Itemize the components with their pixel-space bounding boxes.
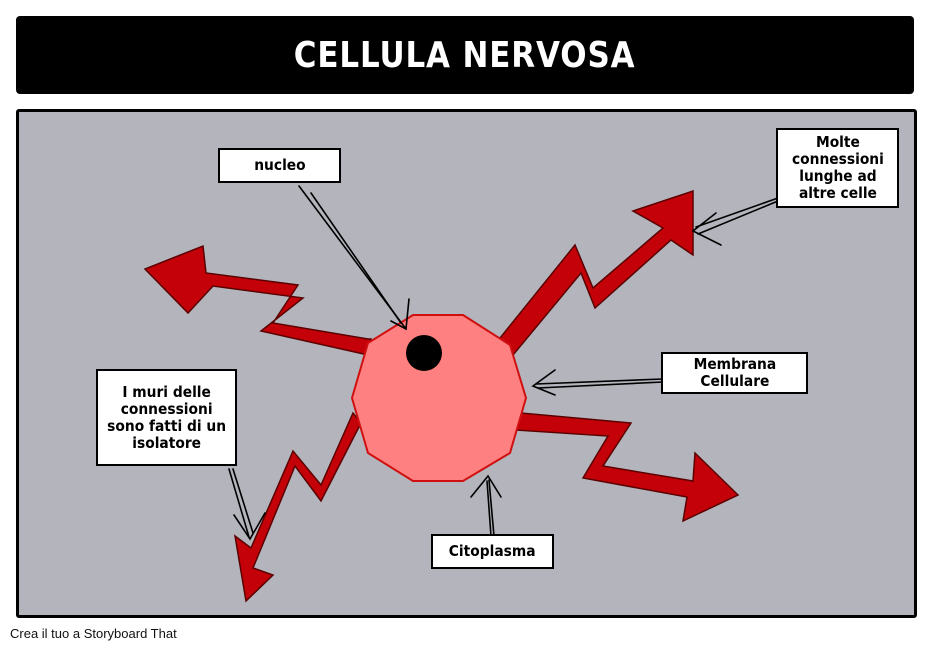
pointer-cytoplasm <box>470 474 502 537</box>
pointer-long-connections <box>691 197 779 246</box>
label-nucleus: nucleo <box>218 148 341 183</box>
arrow-lower-right <box>513 412 740 523</box>
footer-credit[interactable]: Crea il tuo a Storyboard That <box>10 626 177 641</box>
label-membrane: Membrana Cellulare <box>661 352 808 394</box>
cell-body <box>350 314 528 482</box>
pointer-nucleus <box>298 185 410 331</box>
pointer-membrane <box>531 369 664 396</box>
arrow-upper-left <box>143 244 372 356</box>
label-cytoplasm: Citoplasma <box>431 534 554 569</box>
nerve-cell-diagram <box>143 185 779 603</box>
nucleus <box>406 335 442 371</box>
page-title: CELLULA NERVOSA <box>294 34 636 76</box>
label-walls: I muri delle connessioni sono fatti di u… <box>96 369 237 466</box>
pointer-walls <box>228 468 266 541</box>
title-bar: CELLULA NERVOSA <box>16 16 914 94</box>
arrow-upper-right <box>494 189 694 357</box>
label-long-connections: Molte connessioni lunghe ad altre celle <box>776 128 899 208</box>
arrow-lower-left <box>233 411 362 603</box>
